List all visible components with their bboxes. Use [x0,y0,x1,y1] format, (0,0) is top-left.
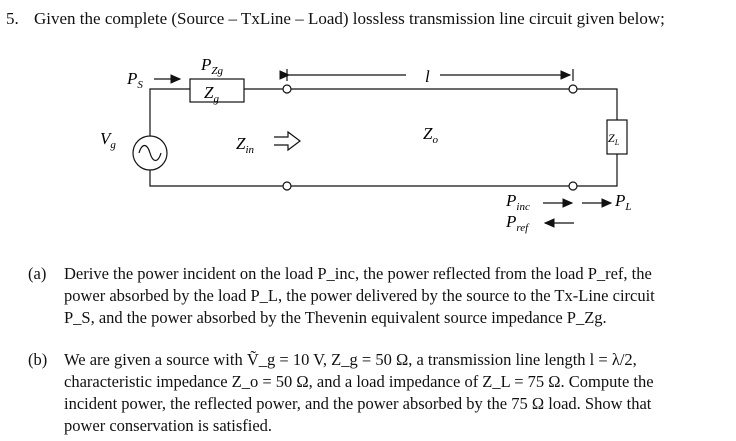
load-top-wire [577,88,618,120]
pref-label: Pref [505,212,530,234]
circuit-diagram: Zg PZg Vg PS l Zin Zo ZL Pinc Pref PL [100,55,632,234]
load-bottom-wire [577,154,618,187]
source-impedance-box [189,78,245,103]
part-b-line-1: We are given a source with Ṽ_g = 10 V, Z… [64,350,637,369]
zl-label: ZL [608,131,620,147]
terminal-load-top [568,84,578,94]
ac-wave-icon [138,144,162,162]
terminal-load-bottom [568,181,578,191]
part-b-label: (b) [28,350,48,369]
length-label: l [425,67,430,86]
part-a-line-3: P_S, and the power absorbed by the Theve… [64,308,607,327]
question-statement: Given the complete (Source – TxLine – Lo… [34,9,665,28]
load-impedance-box [606,119,628,155]
top-wire-source [149,88,190,144]
ps-label: PS [126,69,143,91]
terminal-input-top [282,84,292,94]
circuit-wires [149,88,618,187]
zo-label: Zo [423,124,438,146]
pl-label: PL [614,191,632,213]
question-header: 5. Given the complete (Source – TxLine – … [6,9,665,29]
pzg-label: PZg [200,55,224,77]
bottom-wire-source [149,162,284,187]
question-number: 5. [6,9,19,28]
part-b-line-2: characteristic impedance Z_o = 50 Ω, and… [64,372,654,391]
part-a-line-1: Derive the power incident on the load P_… [64,264,652,283]
pinc-label: Pinc [505,191,530,213]
vg-label: Vg [100,129,116,151]
length-dimension [279,69,574,81]
part-b-line-4: power conservation is satisfied. [64,416,273,435]
terminal-input-bottom [282,181,292,191]
zin-arrow-icon [274,130,301,152]
zg-label: Zg [204,83,219,105]
part-b-line-3: incident power, the reflected power, and… [64,394,652,413]
zin-label: Zin [236,134,255,156]
part-a-line-2: power absorbed by the load P_L, the powe… [64,286,655,305]
part-a-label: (a) [28,264,47,283]
